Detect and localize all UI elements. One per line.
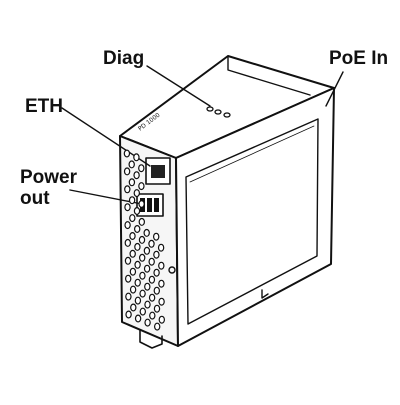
diag-label: Diag [103,48,145,69]
vent-hole [129,267,137,276]
vent-hole [129,249,136,258]
vent-hole [148,239,155,248]
vent-hole [153,286,160,295]
diag-led [214,109,222,115]
vent-hole [138,253,146,262]
poe-in-leader-line [325,71,344,107]
vent-hole [134,278,141,287]
vent-hole [138,200,145,209]
vent-hole [123,149,131,158]
side-screw [168,266,176,274]
diag-leader-line [146,65,211,107]
vent-hole [139,271,146,280]
vent-hole [138,182,145,191]
vent-hole [124,274,132,283]
vent-hole [134,296,142,305]
vent-hole [157,243,165,252]
vent-hole [153,268,160,277]
vent-hole [158,297,165,306]
power-out-label: Power out [20,167,77,209]
vent-hole [125,292,132,301]
vent-hole [134,314,142,323]
vent-hole [130,303,137,312]
vent-hole [144,300,151,309]
diag-led [223,112,231,118]
terminal-screw [147,198,152,212]
vent-hole [129,214,136,223]
vent-hole [153,250,160,259]
vent-hole [158,315,165,324]
vent-grid [123,149,165,331]
vent-hole [138,164,145,173]
vent-hole [143,264,151,273]
vent-hole [133,225,141,234]
eth-label: ETH [25,96,63,117]
vent-hole [129,285,137,294]
vent-hole [128,160,135,169]
terminal-screw [154,198,159,212]
vent-hole [138,217,145,226]
vent-hole [133,153,140,162]
vent-hole [148,275,156,284]
vent-hole [134,260,141,269]
vent-hole [148,293,156,302]
vent-hole [149,311,156,320]
vent-hole [124,185,131,194]
side-panel-bevel [189,125,315,183]
vent-hole [133,207,141,216]
vent-hole [128,196,136,205]
device-top-step [227,55,311,96]
vent-hole [138,235,146,244]
vent-hole [144,282,151,291]
vent-hole [143,246,151,255]
vent-hole [148,257,155,266]
vent-hole [158,279,165,288]
vent-hole [158,261,165,270]
side-recessed-panel [185,118,319,325]
ethernet-port-inner [151,165,165,178]
vent-hole [124,238,132,247]
vent-hole [125,310,132,319]
vent-hole [144,318,151,327]
vent-hole [153,322,161,331]
vent-hole [124,221,131,230]
vent-hole [143,228,150,237]
vent-hole [123,167,131,176]
vent-hole [133,189,140,198]
vent-hole [152,232,160,241]
vent-hole [139,289,146,298]
din-mount-clip [139,329,163,349]
din-rail-foot [261,289,269,299]
vent-hole [153,304,161,313]
vent-hole [124,256,132,265]
vent-hole [129,232,136,241]
power-out-label-line2: out [20,188,50,209]
vent-hole [134,242,141,251]
power-out-label-line1: Power [20,167,78,188]
poe-in-label: PoE In [329,48,389,69]
diag-led [206,106,214,112]
device-side-face [175,87,335,347]
vent-hole [139,307,146,316]
vent-hole [128,178,136,187]
vent-hole [124,203,131,212]
vent-hole [133,171,140,180]
